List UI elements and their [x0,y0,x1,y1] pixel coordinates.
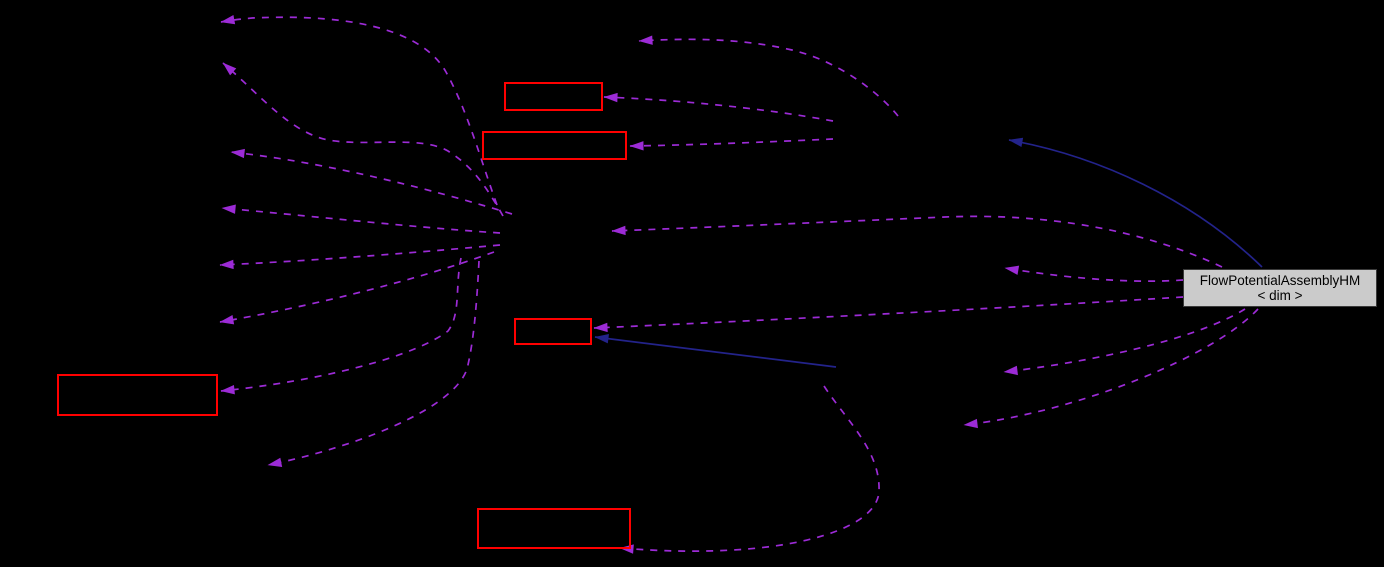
linked-node-bottom[interactable] [477,508,631,549]
usage-edge-3 [230,148,513,215]
linked-node-upper[interactable] [482,131,627,160]
usage-edge-2 [222,62,504,217]
usage-edge-5 [219,244,501,270]
usage-edge-13 [1004,265,1184,282]
linked-node-left[interactable] [57,374,218,416]
usage-edge-14 [593,296,1184,333]
edge-group [219,14,1263,554]
usage-edge-11 [638,35,899,117]
usage-edge-6 [219,251,495,325]
usage-edge-4 [221,204,501,234]
usage-edge-16 [963,308,1259,429]
main-node-label-line2: < dim > [1257,288,1303,303]
usage-edge-10 [629,138,834,151]
usage-edge-15 [1003,308,1246,376]
linked-node-middle[interactable] [514,318,592,345]
linked-node-top[interactable] [504,82,603,111]
inheritance-edge-2 [594,334,837,368]
usage-edge-8 [267,260,480,467]
usage-edge-7 [220,257,462,395]
usage-edge-12 [611,215,1223,268]
usage-edge-9 [603,92,834,122]
inheritance-edge-1 [1008,137,1263,268]
usage-edge-1 [220,14,498,206]
main-node-flowpotentialassemblyhm: FlowPotentialAssemblyHM < dim > [1183,269,1377,307]
linked-node-group [57,82,631,549]
main-node-label-line1: FlowPotentialAssemblyHM [1199,273,1361,288]
usage-edge-17 [619,385,880,554]
